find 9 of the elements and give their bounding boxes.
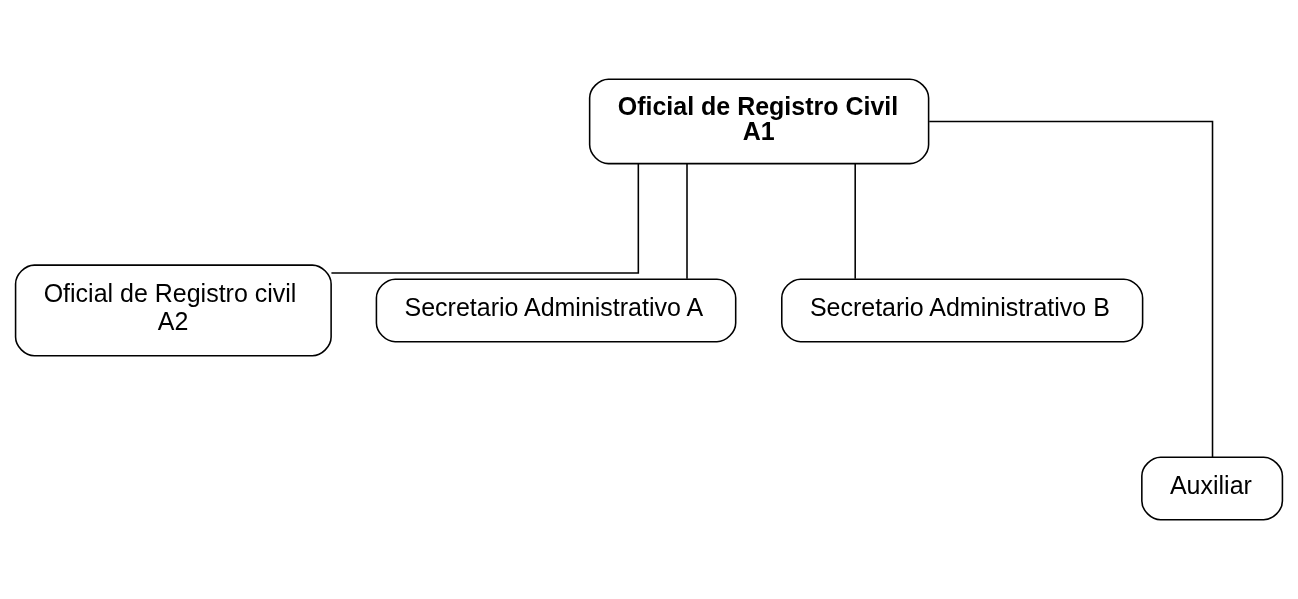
- node-box: Secretario Administrativo A: [375, 278, 737, 343]
- connector: [854, 163, 856, 280]
- node-box: Oficial de Registro civil A2: [14, 264, 332, 357]
- node-box: Oficial de Registro Civil A1: [588, 78, 930, 165]
- connector: [686, 163, 688, 280]
- connector: [928, 120, 1214, 458]
- node-box: Auxiliar: [1141, 456, 1284, 521]
- node-box: Secretario Administrativo B: [781, 278, 1144, 343]
- connector: [330, 162, 640, 274]
